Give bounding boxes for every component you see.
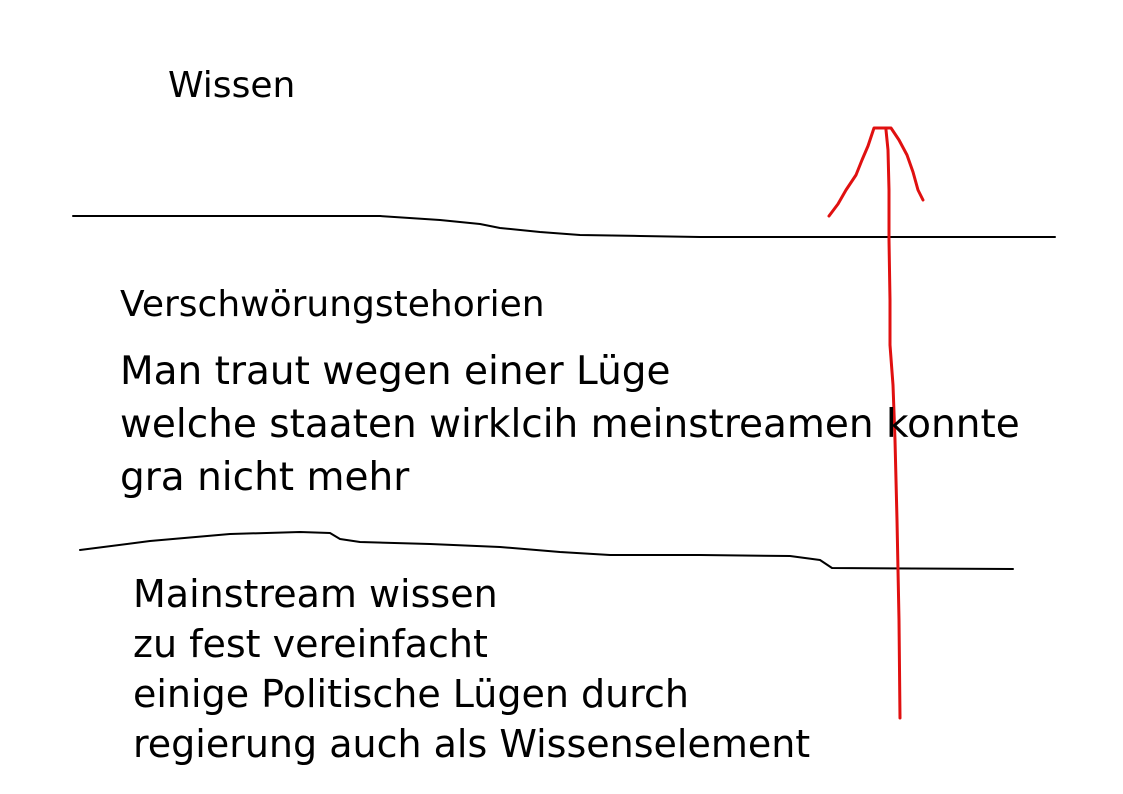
middle-text-line: welche staaten wirklcih meinstreamen kon… [120, 402, 1020, 447]
lower-divider-line [79, 531, 1014, 570]
middle-text-line: gra nicht mehr [120, 455, 410, 500]
upward-arrow-shaft [884, 128, 902, 720]
middle-text-block: Man traut wegen einer Lüge welche staate… [120, 345, 1020, 504]
upward-arrow-head [827, 126, 925, 218]
bottom-text-line: einige Politische Lügen durch [133, 672, 689, 716]
bottom-text-block: Mainstream wissen zu fest vereinfacht ei… [133, 569, 810, 769]
middle-text-line: Man traut wegen einer Lüge [120, 349, 671, 394]
bottom-text-line: regierung auch als Wissenselement [133, 722, 811, 766]
label-verschwoerungstheorien: Verschwörungstehorien [120, 284, 545, 325]
label-wissen: Wissen [168, 65, 296, 106]
upper-divider-line [72, 215, 1056, 238]
bottom-text-line: zu fest vereinfacht [133, 622, 488, 666]
bottom-text-line: Mainstream wissen [133, 572, 498, 616]
